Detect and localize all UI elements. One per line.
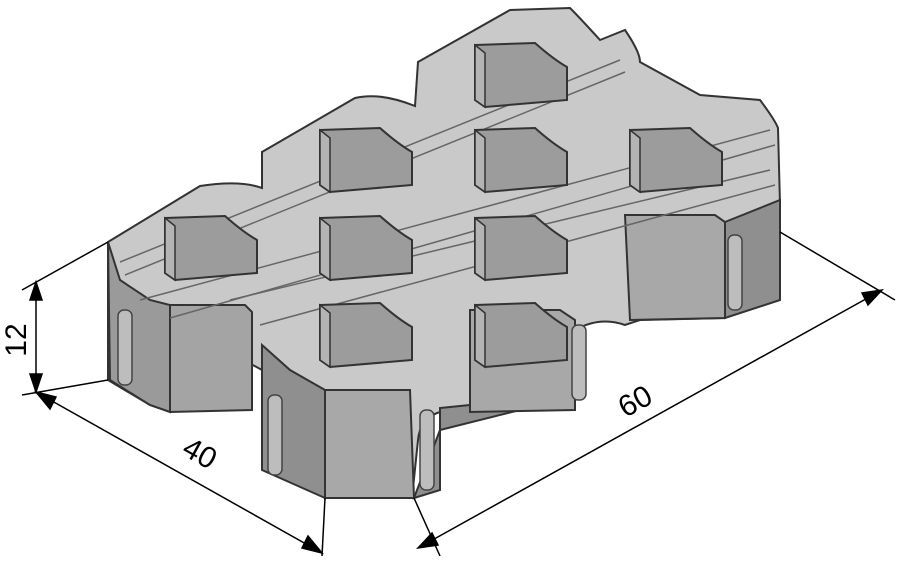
spacer-nub xyxy=(419,409,435,491)
arrowhead xyxy=(415,531,440,550)
arrowhead xyxy=(300,534,325,555)
front-face-mid-2 xyxy=(324,389,416,499)
cell-opening xyxy=(629,126,723,194)
spacer-nub xyxy=(571,324,587,401)
length-dimension-line xyxy=(417,289,883,549)
width-label: 40 xyxy=(177,431,222,476)
arrowhead xyxy=(860,288,885,307)
cell-inner-wall xyxy=(164,216,176,282)
cell-opening xyxy=(319,214,413,282)
spacer-nub xyxy=(267,394,283,476)
spacer-nubs xyxy=(117,234,743,491)
width-dimension-line xyxy=(35,391,323,554)
height-label: 12 xyxy=(0,323,33,356)
arrowhead xyxy=(28,279,44,301)
arrowhead xyxy=(33,390,58,411)
cell-inner-wall xyxy=(474,43,486,109)
cell-opening xyxy=(474,126,568,194)
cell-inner-wall xyxy=(474,128,486,194)
cell-inner-wall xyxy=(474,303,486,369)
cell-inner-wall xyxy=(629,128,641,194)
cell-inner-wall xyxy=(319,303,331,369)
cell-opening xyxy=(164,214,258,282)
cell-opening xyxy=(474,301,568,369)
cell-inner-wall xyxy=(319,128,331,194)
side-face-3 xyxy=(623,214,726,322)
cell-inner-wall xyxy=(319,216,331,282)
cell-openings xyxy=(164,41,723,369)
grass-paver-block xyxy=(107,6,782,500)
cell-opening xyxy=(319,126,413,194)
length-label: 60 xyxy=(613,379,658,424)
front-face-left-2 xyxy=(169,304,253,414)
cell-opening xyxy=(474,41,568,109)
cell-inner-wall xyxy=(474,216,486,282)
cell-opening xyxy=(474,214,568,282)
arrowhead xyxy=(28,373,44,395)
spacer-nub xyxy=(727,234,743,311)
dimension-lines xyxy=(21,231,896,557)
spacer-nub xyxy=(117,309,133,386)
cell-opening xyxy=(319,301,413,369)
